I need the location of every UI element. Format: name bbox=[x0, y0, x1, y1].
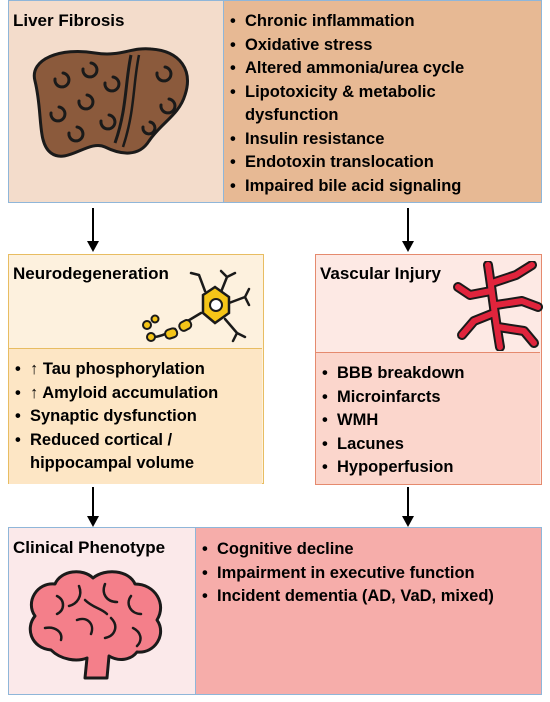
list-item: Altered ammonia/urea cycle bbox=[228, 57, 464, 81]
list-item: Reduced cortical / bbox=[13, 429, 218, 453]
list-item: Cognitive decline bbox=[200, 538, 494, 562]
arrow-neuro-to-clinical bbox=[87, 487, 99, 527]
list-item: Synaptic dysfunction bbox=[13, 405, 218, 429]
liver-factors-box: Chronic inflammation Oxidative stress Al… bbox=[224, 0, 542, 203]
list-item: ↑ Tau phosphorylation bbox=[13, 358, 218, 382]
list-item: Lacunes bbox=[320, 433, 464, 457]
list-item: ↑ Amyloid accumulation bbox=[13, 382, 218, 406]
list-item-continuation: dysfunction bbox=[245, 106, 339, 124]
liver-factor-list: Chronic inflammation Oxidative stress Al… bbox=[228, 10, 464, 198]
list-item: BBB breakdown bbox=[320, 362, 464, 386]
list-item: Hypoperfusion bbox=[320, 456, 464, 480]
list-item: Chronic inflammation bbox=[228, 10, 464, 34]
list-item: Endotoxin translocation bbox=[228, 151, 464, 175]
arrow-liver-to-neuro bbox=[87, 208, 99, 252]
neuron-icon bbox=[142, 269, 251, 343]
list-item: Lipotoxicity & metabolic bbox=[228, 81, 464, 105]
list-item: Incident dementia (AD, VaD, mixed) bbox=[200, 585, 494, 609]
vascular-list: BBB breakdown Microinfarcts WMH Lacunes … bbox=[320, 362, 464, 480]
list-item: WMH bbox=[320, 409, 464, 433]
clinical-phenotype-title: Clinical Phenotype bbox=[13, 538, 166, 557]
blood-vessel-icon bbox=[453, 261, 543, 351]
list-item: Impairment in executive function bbox=[200, 562, 494, 586]
brain-icon bbox=[28, 570, 163, 680]
liver-fibrosis-box: Liver Fibrosis bbox=[8, 0, 224, 203]
neurodegeneration-title: Neurodegeneration bbox=[13, 264, 169, 283]
neurodegeneration-box: Neurodegeneration ↑ Tau phosphorylation … bbox=[8, 254, 264, 484]
arrow-vascular-to-clinical bbox=[402, 487, 414, 527]
vascular-injury-box: Vascular Injury BBB breakdown Microinfar… bbox=[315, 254, 543, 485]
list-item: Insulin resistance bbox=[228, 128, 464, 152]
list-item: Impaired bile acid signaling bbox=[228, 175, 464, 199]
clinical-outcomes-box: Cognitive decline Impairment in executiv… bbox=[196, 527, 542, 695]
neuro-list: ↑ Tau phosphorylation ↑ Amyloid accumula… bbox=[13, 358, 218, 476]
arrow-liver-to-vascular bbox=[402, 208, 414, 252]
list-item: Oxidative stress bbox=[228, 34, 464, 58]
liver-fibrosis-title: Liver Fibrosis bbox=[13, 11, 125, 30]
liver-icon bbox=[32, 47, 189, 158]
list-item-continuation: hippocampal volume bbox=[30, 454, 195, 472]
vascular-injury-title: Vascular Injury bbox=[320, 264, 441, 283]
clinical-phenotype-box: Clinical Phenotype bbox=[8, 527, 196, 695]
list-item: Microinfarcts bbox=[320, 386, 464, 410]
clinical-outcome-list: Cognitive decline Impairment in executiv… bbox=[200, 538, 494, 609]
